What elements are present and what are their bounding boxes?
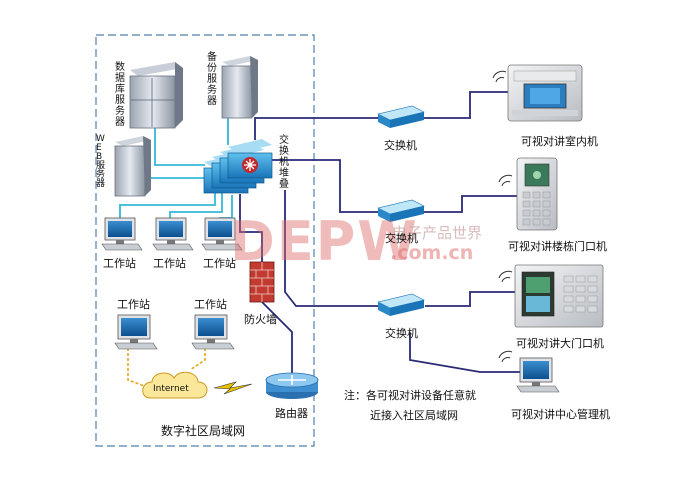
router-icon — [265, 372, 319, 399]
lan-title: 数字社区局域网 — [161, 424, 246, 438]
wifi-icons — [492, 70, 513, 363]
indoor-unit-label: 可视对讲室内机 — [521, 135, 598, 148]
db-server-label: 数据库服务器 — [115, 62, 125, 128]
building-door-unit-icon — [516, 157, 558, 231]
note-line-1: 注：各可视对讲设备任意就 — [344, 389, 476, 402]
firewall-label: 防火墙 — [244, 313, 277, 326]
watermark-main: DEPW — [230, 210, 419, 273]
serial-lines — [127, 348, 206, 389]
backup-server-label: 备份服务器 — [207, 52, 217, 107]
center-mgmt-label: 可视对讲中心管理机 — [511, 408, 610, 421]
building-door-label: 可视对讲楼栋门口机 — [508, 240, 607, 253]
watermark-sub: .com.cn — [390, 242, 474, 264]
firewall-icon — [249, 261, 275, 303]
trunk-lines — [239, 91, 520, 380]
workstation-label-1: 工作站 — [103, 257, 136, 270]
watermark-cn: 电子产品世界 — [392, 224, 483, 242]
main-gate-label: 可视对讲大门口机 — [516, 337, 604, 350]
backup-server-icon — [221, 56, 258, 119]
web-server-icon — [114, 136, 151, 197]
switch-1-icon — [377, 105, 425, 128]
db-server-icon — [129, 62, 183, 129]
switch-label-1: 交换机 — [384, 139, 417, 152]
workstation-label-3: 工作站 — [203, 257, 236, 270]
switch-label-3: 交换机 — [385, 327, 418, 340]
web-server-label: WEB服务器 — [96, 134, 106, 189]
internet-cloud-icon — [142, 371, 208, 399]
center-mgmt-icon — [516, 357, 560, 393]
indoor-unit-icon — [507, 64, 583, 122]
lightning-icon — [213, 381, 253, 395]
workstation-2-icon — [152, 217, 194, 251]
main-gate-unit-icon — [514, 264, 604, 328]
switch-stack-label: 交换机堆叠 — [279, 135, 289, 190]
router-label: 路由器 — [275, 407, 308, 420]
switch-3-icon — [377, 293, 425, 316]
switch-2-icon — [377, 199, 425, 222]
workstation-3-icon — [201, 217, 243, 251]
workstation-4-icon — [114, 314, 158, 350]
switch-label-2: 交换机 — [385, 232, 418, 245]
workstation-label-5: 工作站 — [194, 298, 227, 311]
switch-stack-icon — [203, 139, 273, 194]
workstation-1-icon — [101, 217, 143, 251]
internet-label: Internet — [153, 384, 189, 394]
lan-border — [95, 34, 315, 447]
workstation-label-2: 工作站 — [153, 257, 186, 270]
note-line-2: 近接入社区局域网 — [370, 409, 458, 422]
workstation-label-4: 工作站 — [117, 298, 150, 311]
workstation-5-icon — [191, 314, 235, 350]
